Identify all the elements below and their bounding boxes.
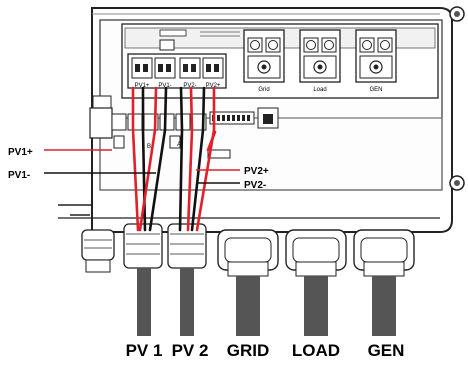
pv-terminal-label: PV2- — [183, 83, 196, 89]
mark-a: A — [177, 142, 181, 148]
cable-gland-grid — [217, 229, 279, 277]
grid-breaker — [243, 29, 285, 83]
breaker-label: GEN — [369, 87, 382, 93]
load-cable — [304, 276, 328, 336]
gen-cable — [372, 276, 396, 336]
screw-icon — [449, 6, 465, 22]
cable-gland-left-small — [81, 229, 115, 273]
side-connector — [89, 107, 113, 139]
cable-gland-pv2 — [167, 223, 207, 269]
pv-terminal-label: PV1+ — [135, 83, 150, 89]
cable-gland-pv1 — [123, 223, 163, 269]
load-breaker — [299, 29, 341, 83]
pv-terminal-label: PV1- — [158, 83, 171, 89]
screw-icon — [449, 175, 465, 191]
pv2-plus-label: PV2+ — [244, 166, 269, 177]
pv-terminal-slot — [131, 57, 153, 79]
board-label-plate — [159, 29, 187, 37]
pv-terminal-slot — [179, 57, 201, 79]
breaker-label: Load — [313, 87, 326, 93]
lower-terminal-row — [111, 113, 207, 131]
pv1-minus-label: PV1- — [8, 170, 30, 181]
gen-breaker — [355, 29, 397, 83]
pv-wires — [131, 86, 217, 232]
tab-connector — [113, 135, 125, 149]
small-connector — [207, 149, 231, 159]
pv2-cable — [180, 268, 194, 336]
rj45-socket — [263, 114, 273, 124]
pv-terminal-label: PV2+ — [206, 83, 221, 89]
comms-header — [209, 111, 255, 125]
grid-cable — [236, 276, 260, 336]
gland-label-grid: GRID — [227, 341, 270, 360]
cable-gland-gen — [353, 229, 415, 277]
gland-label-pv1: PV 1 — [126, 341, 163, 360]
breaker-label: Grid — [258, 87, 269, 93]
tab-connector — [169, 135, 181, 149]
gland-label-pv2: PV 2 — [172, 341, 209, 360]
pv-terminal-slot — [154, 57, 176, 79]
pv1-cable — [137, 268, 151, 336]
pv-terminal-slot — [202, 57, 224, 79]
cable-gland-load — [285, 229, 347, 277]
gland-label-load: LOAD — [292, 341, 340, 360]
mark-b: B — [147, 144, 151, 150]
latch — [92, 95, 112, 109]
gland-label-gen: GEN — [368, 341, 405, 360]
board-connector — [159, 39, 175, 51]
pv1-plus-label: PV1+ — [8, 147, 33, 158]
pv2-minus-label: PV2- — [244, 180, 266, 191]
